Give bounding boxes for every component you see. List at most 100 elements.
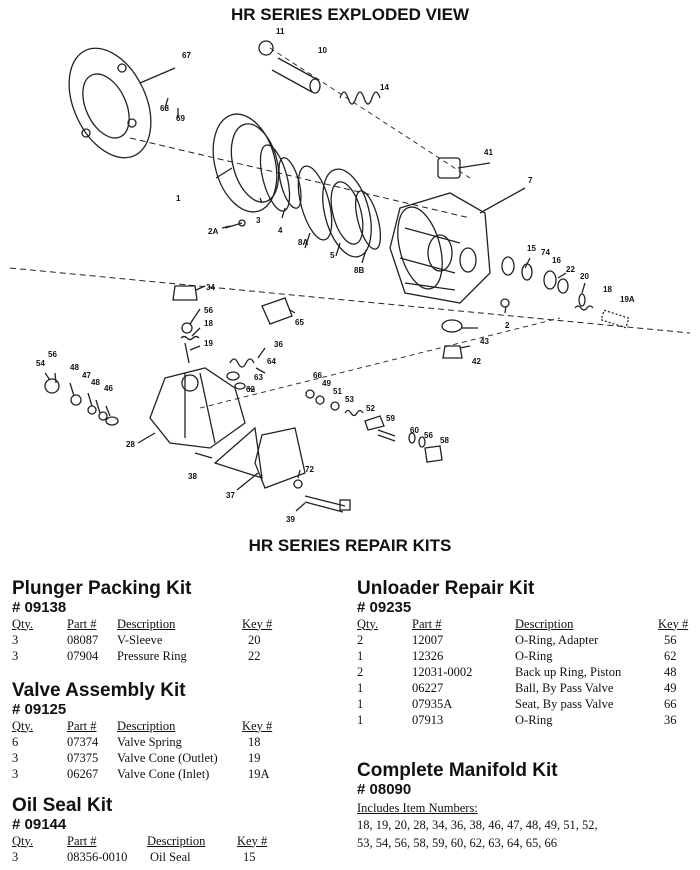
description-cell: Valve Cone (Inlet) (117, 766, 210, 781)
callout-67: 67 (182, 51, 191, 60)
kit-number: # 09144 (12, 816, 67, 833)
part-cell: 12326 (412, 648, 444, 663)
kit-number: # 09235 (357, 599, 412, 616)
callout-69: 69 (176, 114, 185, 123)
description-header: Description (515, 616, 574, 631)
qty-cell: 1 (357, 712, 364, 727)
callout-10: 10 (318, 46, 327, 55)
callout-64: 64 (267, 357, 276, 366)
qty-cell: 1 (357, 696, 364, 711)
included-items-line-2: 53, 54, 56, 58, 59, 60, 62, 63, 64, 65, … (357, 836, 557, 850)
kit-name: Complete Manifold Kit (357, 760, 558, 781)
callout-48-a: 48 (70, 363, 79, 372)
kit-number: # 09138 (12, 599, 67, 616)
callout-8b: 8B (354, 266, 364, 275)
key-cell: 48 (664, 664, 677, 679)
callout-58: 58 (440, 436, 449, 445)
key-cell: 36 (664, 712, 677, 727)
callout-65: 65 (295, 318, 304, 327)
description-cell: Valve Cone (Outlet) (117, 750, 218, 765)
key-cell: 22 (248, 648, 261, 663)
table-row: 1 06227 Ball, By Pass Valve 49 (357, 680, 688, 696)
qty-cell: 2 (357, 632, 364, 647)
callout-20: 20 (580, 272, 589, 281)
key-cell: 20 (248, 632, 261, 647)
description-cell: Back up Ring, Piston (515, 664, 622, 679)
part-cell: 06227 (412, 680, 444, 695)
key-cell: 49 (664, 680, 677, 695)
description-cell: Valve Spring (117, 734, 182, 749)
plunger-packing-kit: Plunger Packing Kit # 09138 Qty.Part #De… (12, 578, 272, 664)
qty-header: Qty. (12, 616, 34, 631)
part-cell: 12031-0002 (412, 664, 473, 679)
qty-cell: 1 (357, 680, 364, 695)
part-cell: 08087 (67, 632, 99, 647)
callout-52: 52 (366, 404, 375, 413)
part-header: Part # (412, 616, 442, 631)
key-cell: 18 (248, 734, 261, 749)
part-cell: 08356-0010 (67, 849, 128, 864)
description-cell: O-Ring, Adapter (515, 632, 599, 647)
callout-41: 41 (484, 148, 493, 157)
valve-assembly-kit: Valve Assembly Kit # 09125 Qty.Part #Des… (12, 680, 272, 782)
callout-66: 66 (313, 371, 322, 380)
part-cell: 12007 (412, 632, 444, 647)
exploded-view-diagram: 67 68 69 11 10 14 1 2A 3 4 8A 5 8B 41 7 … (9, 28, 691, 524)
key-cell: 19 (248, 750, 261, 765)
callout-59: 59 (386, 414, 395, 423)
callout-38: 38 (188, 472, 197, 481)
callout-46: 46 (104, 384, 113, 393)
callout-22: 22 (566, 265, 575, 274)
description-header: Description (147, 833, 206, 848)
callout-42: 42 (472, 357, 481, 366)
description-cell: Ball, By Pass Valve (515, 680, 614, 695)
kit-name: Plunger Packing Kit (12, 578, 192, 599)
callout-14: 14 (380, 83, 389, 92)
qty-cell: 1 (357, 648, 364, 663)
callout-60: 60 (410, 426, 419, 435)
callout-18: 18 (603, 285, 612, 294)
key-cell: 15 (243, 849, 256, 864)
qty-header: Qty. (12, 833, 34, 848)
kit-name: Unloader Repair Kit (357, 578, 535, 599)
qty-cell: 2 (357, 664, 364, 679)
qty-cell: 3 (12, 849, 19, 864)
callout-47: 47 (82, 371, 91, 380)
key-cell: 62 (664, 648, 677, 663)
description-cell: O-Ring (515, 648, 553, 663)
qty-cell: 3 (12, 750, 19, 765)
qty-cell: 3 (12, 632, 19, 647)
exploded-view-title: HR SERIES EXPLODED VIEW (230, 5, 470, 24)
repair-kits-title: HR SERIES REPAIR KITS (248, 536, 452, 555)
qty-cell: 3 (12, 648, 19, 663)
callout-36: 36 (274, 340, 283, 349)
description-cell: Pressure Ring (117, 648, 187, 663)
callout-19: 19 (204, 339, 213, 348)
callout-28: 28 (126, 440, 135, 449)
callout-34: 34 (206, 283, 215, 292)
part-cell: 06267 (67, 766, 99, 781)
description-cell: Oil Seal (150, 849, 191, 864)
key-cell: 56 (664, 632, 677, 647)
key-header: Key # (658, 616, 689, 631)
callout-19a: 19A (620, 295, 635, 304)
description-cell: Seat, By pass Valve (515, 696, 614, 711)
callout-74: 74 (541, 248, 550, 257)
part-cell: 07374 (67, 734, 99, 749)
part-header: Part # (67, 616, 97, 631)
kit-number: # 08090 (357, 781, 412, 798)
callout-4: 4 (278, 226, 283, 235)
callout-51: 51 (333, 387, 342, 396)
description-header: Description (117, 718, 176, 733)
table-row: 3 08356-0010 Oil Seal 15 (12, 849, 267, 865)
included-items-line-1: 18, 19, 20, 28, 34, 36, 38, 46, 47, 48, … (357, 818, 598, 832)
includes-label: Includes Item Numbers: (357, 801, 478, 815)
table-row: 2 12031-0002 Back up Ring, Piston 48 (357, 664, 688, 680)
